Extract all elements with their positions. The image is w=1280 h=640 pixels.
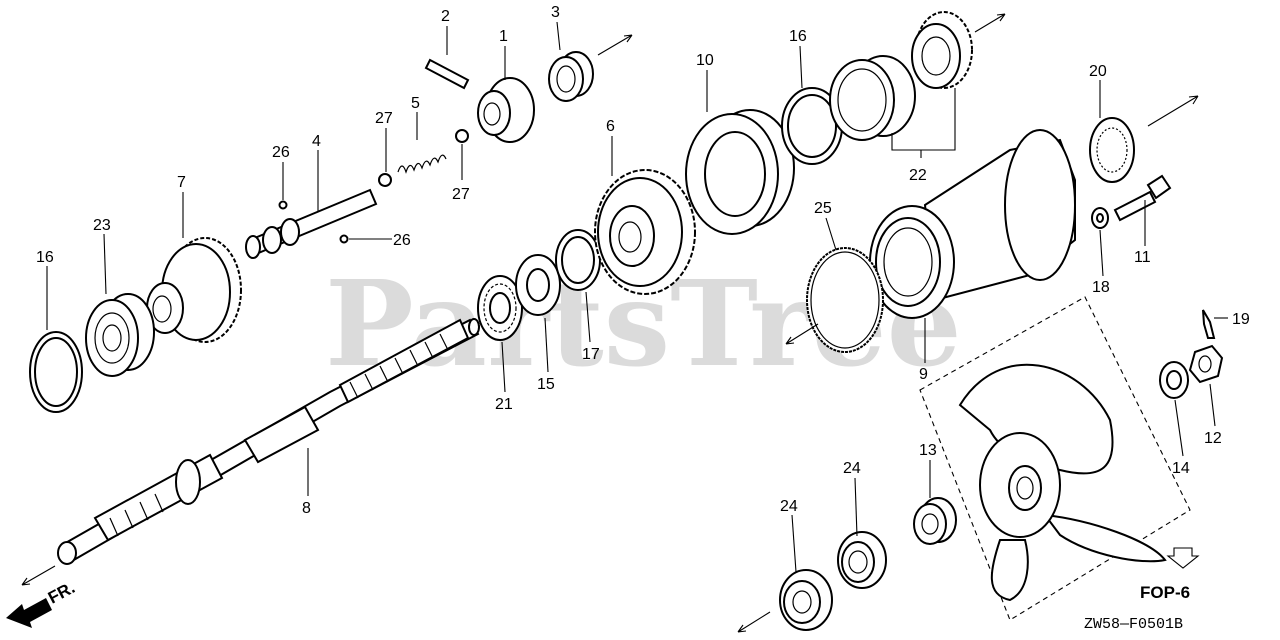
callout-27-upper: 27 [375,110,393,127]
part-16-ring[interactable] [781,87,843,165]
callout-25: 25 [814,200,832,217]
part-18-washer[interactable] [1091,207,1109,229]
part-3-bushing[interactable] [548,51,594,102]
part-13-thrust-washer[interactable] [913,497,957,545]
part-27-ball[interactable] [378,173,392,187]
part-6-forward-gear[interactable] [594,169,696,295]
callout-16-middle: 16 [789,28,807,45]
callout-3: 3 [551,4,560,21]
callout-18: 18 [1092,279,1110,296]
callout-23: 23 [93,217,111,234]
part-14-washer[interactable] [1159,361,1189,399]
part-23-ball-bearing[interactable] [85,293,155,377]
reference-arrow-icon [1166,547,1200,569]
part-11-bolt[interactable] [1113,174,1172,222]
callout-14: 14 [1172,460,1190,477]
part-2-pin[interactable] [424,58,470,90]
callout-2: 2 [441,8,450,25]
part-1-clutch-dog[interactable] [477,77,535,143]
callout-8: 8 [302,500,311,517]
callout-16-left: 16 [36,249,54,266]
callout-15: 15 [537,376,555,393]
part-10-ring-nut[interactable] [685,109,795,235]
callout-7: 7 [177,174,186,191]
callout-13: 13 [919,442,937,459]
callout-26-upper: 26 [272,144,290,161]
callout-24-upper: 24 [843,460,861,477]
part-5-spring[interactable] [397,154,447,174]
part-27-ball[interactable] [455,129,469,143]
part-24-oil-seal[interactable] [779,569,833,631]
callout-22: 22 [909,167,927,184]
callout-11: 11 [1134,249,1151,266]
part-16-ring[interactable] [29,331,83,413]
part-12-nut[interactable] [1188,344,1224,384]
front-label: FR. [45,578,78,608]
part-20-needle-bearing[interactable] [1089,117,1135,183]
part-4-shift-shaft[interactable] [245,188,378,259]
callout-19: 19 [1232,311,1250,328]
part-7-reverse-gear[interactable] [146,237,242,343]
assembly-direction-arrows [21,13,1199,633]
callout-10: 10 [696,52,714,69]
callout-numbers: 1 2 3 4 5 6 7 8 9 10 11 12 13 14 15 16 1… [36,4,1250,517]
part-8-propeller-shaft[interactable] [57,318,480,565]
part-22-taper-bearing[interactable] [829,11,973,151]
propeller-group[interactable] [919,296,1191,621]
callout-4: 4 [312,133,321,150]
callout-1: 1 [499,28,508,45]
part-19-cotter-pin[interactable] [1202,309,1216,339]
part-21-thrust-bearing[interactable] [477,275,523,341]
part-15-washer[interactable] [515,254,561,316]
part-26-pin[interactable] [278,200,288,210]
part-24-oil-seal[interactable] [837,531,887,589]
callout-24-lower: 24 [780,498,798,515]
reference-label: FOP-6 [1140,583,1190,602]
callout-9: 9 [919,366,928,383]
part-9-bearing-holder[interactable] [869,129,1076,319]
callout-21: 21 [495,396,513,413]
callout-20: 20 [1089,63,1107,80]
part-17-shim[interactable] [555,229,601,291]
front-arrow-icon: FR. [6,578,78,628]
part-25-o-ring[interactable] [806,247,884,353]
callout-26-lower: 26 [393,232,411,249]
callout-12: 12 [1204,430,1222,447]
callout-leaders [46,21,1228,573]
callout-17: 17 [582,346,600,363]
part-26-pin[interactable] [339,234,349,244]
callout-27-lower: 27 [452,186,470,203]
callout-5: 5 [411,95,420,112]
callout-6: 6 [606,118,615,135]
diagram-code: ZW58—F0501B [1084,616,1183,633]
